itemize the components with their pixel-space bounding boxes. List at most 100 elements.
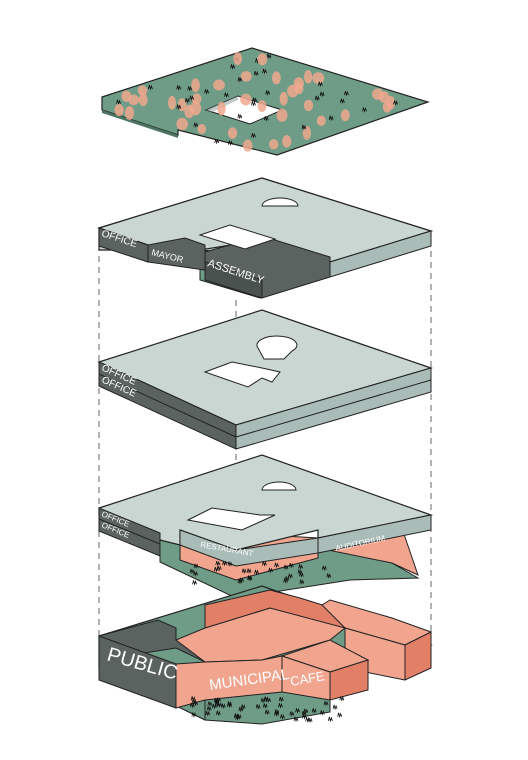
- shrub-mark: [321, 565, 327, 572]
- tree-canopy: [137, 85, 148, 96]
- tree-canopy: [240, 71, 252, 82]
- shrub-mark: [239, 577, 244, 584]
- ground-shrubs: [189, 696, 345, 724]
- shrub-mark: [205, 710, 211, 717]
- level-2: OFFICE OFFICE: [97, 309, 433, 450]
- shrub-mark: [317, 81, 323, 88]
- tree-canopy: [294, 82, 304, 95]
- shrub-mark: [264, 709, 270, 716]
- shrub-mark: [299, 572, 304, 578]
- shrub-mark: [362, 107, 367, 113]
- level-1-floor-divider: [98, 518, 161, 545]
- shrub-mark: [215, 560, 221, 567]
- shrub-mark: [274, 711, 279, 717]
- tree-canopy: [269, 139, 279, 150]
- shrub-mark: [224, 92, 229, 99]
- tree-canopy: [191, 78, 200, 93]
- shrub-mark: [214, 138, 220, 145]
- shrub-mark: [251, 132, 256, 139]
- shrub-mark: [193, 122, 199, 129]
- shrub-mark: [319, 710, 325, 716]
- shrub-mark: [204, 88, 210, 95]
- shrub-mark: [189, 702, 195, 709]
- shrub-mark: [263, 116, 269, 122]
- shrub-mark: [262, 703, 268, 709]
- tree-canopy: [312, 72, 325, 84]
- shrub-mark: [274, 709, 280, 715]
- shrub-mark: [220, 703, 226, 710]
- tree-canopy: [138, 93, 148, 107]
- shrub-mark: [193, 563, 199, 570]
- shrub-mark: [326, 573, 332, 579]
- shrub-mark: [233, 713, 239, 720]
- ground-level: PUBLIC MUNICIPAL CAFE: [98, 585, 433, 725]
- tree-canopy: [282, 135, 292, 148]
- tree-canopy: [372, 88, 384, 100]
- level-1: OFFICE OFFICE RESTAURANT AUDITORIUM: [98, 454, 434, 599]
- shrub-mark: [237, 76, 243, 83]
- shrub-mark: [265, 90, 271, 96]
- roof-trees: [114, 52, 398, 152]
- tree-canopy: [303, 99, 314, 112]
- shrub-mark: [240, 704, 246, 710]
- shrub-mark: [266, 53, 272, 60]
- level-2-floor-divider-right: [235, 379, 432, 438]
- level-1-mid-face: [179, 529, 319, 567]
- tree-canopy: [257, 53, 268, 66]
- level-2-circular-opening: [256, 335, 298, 360]
- tree-canopy: [271, 71, 281, 85]
- shrub-mark: [247, 575, 252, 581]
- shrub-mark: [241, 568, 247, 575]
- shrub-mark: [283, 564, 289, 571]
- tree-canopy: [184, 104, 195, 119]
- tree-canopy: [176, 117, 188, 131]
- shrub-mark: [189, 568, 195, 575]
- shrub-mark: [116, 99, 121, 106]
- shrub-mark: [262, 68, 267, 75]
- shrub-mark: [278, 696, 284, 703]
- shrub-mark: [393, 100, 398, 106]
- tree-canopy: [191, 93, 202, 105]
- shrub-mark: [214, 701, 220, 708]
- shrub-mark: [207, 701, 213, 708]
- shrub-mark: [191, 712, 197, 718]
- shrub-mark: [327, 716, 333, 723]
- shrub-mark: [246, 568, 252, 575]
- tree-canopy: [121, 90, 132, 102]
- shrub-mark: [289, 711, 295, 717]
- tree-canopy: [279, 91, 288, 106]
- shrub-mark: [339, 696, 345, 702]
- shrub-mark: [189, 95, 194, 102]
- shrub-mark: [176, 104, 182, 111]
- shrub-mark: [230, 64, 235, 70]
- tree-canopy: [242, 139, 253, 152]
- shrub-mark: [298, 564, 303, 570]
- shrub-mark: [192, 580, 197, 586]
- cafe-side: [329, 659, 369, 701]
- roof-layer: [101, 47, 430, 156]
- shrub-mark: [176, 85, 182, 91]
- shrub-mark: [274, 562, 279, 569]
- shrub-mark: [332, 704, 338, 711]
- tree-canopy: [340, 109, 350, 122]
- shrub-mark: [191, 698, 197, 705]
- tree-canopy: [217, 101, 226, 116]
- level-2-floor-divider: [98, 373, 237, 438]
- shrub-mark: [344, 90, 349, 97]
- shrub-mark: [238, 706, 244, 713]
- shrub-mark: [268, 567, 273, 574]
- shrub-mark: [295, 708, 300, 714]
- shrub-mark: [227, 701, 232, 707]
- shrub-mark: [299, 579, 305, 586]
- shrub-mark: [287, 573, 293, 580]
- level-2-opening: [203, 361, 281, 388]
- shrub-mark: [323, 700, 329, 707]
- level-3-assembly-front: [204, 261, 263, 299]
- shrub-mark: [222, 560, 227, 567]
- shrub-mark: [303, 708, 309, 715]
- level-1-circular-opening: [261, 481, 297, 491]
- shrub-mark: [314, 95, 320, 102]
- shrub-mark: [206, 706, 212, 712]
- shrub-mark: [339, 98, 345, 105]
